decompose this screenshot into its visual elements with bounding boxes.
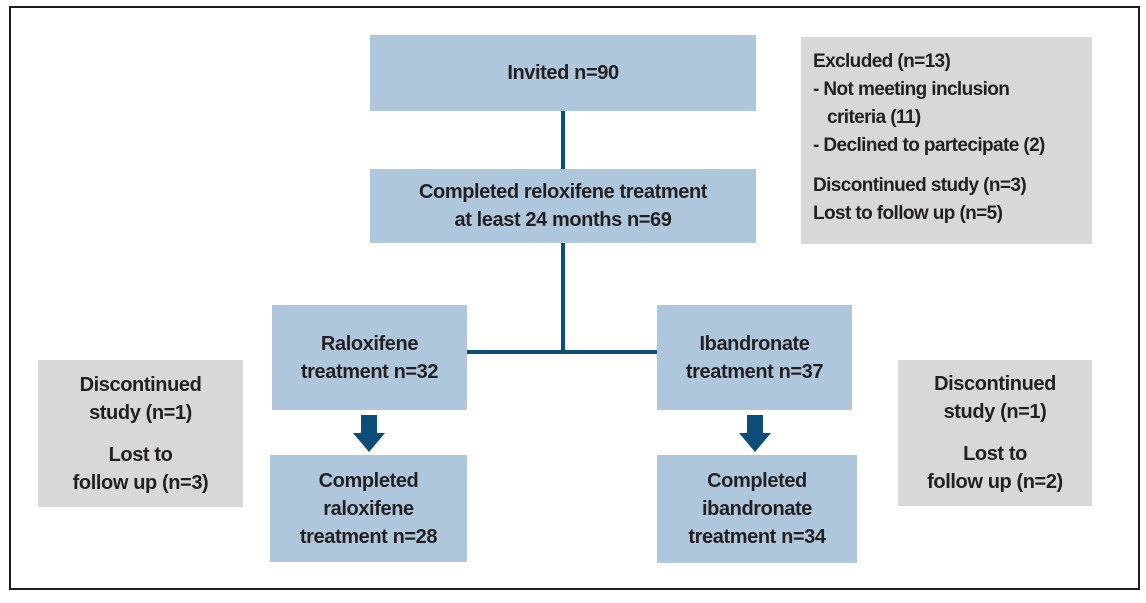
down-arrow-left-icon <box>353 433 385 452</box>
box-line: treatment n=28 <box>299 525 438 548</box>
box-line: criteria (11) <box>827 107 921 128</box>
box-excluded: Excluded (n=13) - Not meeting inclusion … <box>801 37 1092 244</box>
connector-invited-to-completed <box>561 111 565 169</box>
box-discontinued-left: Discontinued study (n=1) Lost to follow … <box>38 360 243 507</box>
box-line: Lost to <box>108 443 173 466</box>
box-line: Excluded (n=13) <box>813 51 951 72</box>
box-line: follow up (n=2) <box>927 471 1063 493</box>
box-line: Lost to follow up (n=5) <box>813 203 1003 224</box>
box-line: Discontinued <box>934 373 1056 395</box>
box-line: study (n=1) <box>943 401 1047 423</box>
box-line: follow up (n=3) <box>72 471 209 494</box>
box-completed-raloxifene: Completed raloxifene treatment n=28 <box>270 455 467 562</box>
box-line: treatment n=37 <box>685 360 824 383</box>
box-line: Ibandronate <box>699 332 810 355</box>
box-line: Discontinued study (n=3) <box>813 175 1027 196</box>
figure-border <box>9 6 1140 590</box>
box-line: Completed <box>318 469 419 492</box>
down-arrow-right-icon <box>747 415 763 433</box>
box-line: Lost to <box>963 443 1027 465</box>
box-line: treatment n=34 <box>688 526 826 548</box>
box-raloxifene-arm: Raloxifene treatment n=32 <box>272 305 467 410</box>
box-ibandronate-arm: Ibandronate treatment n=37 <box>657 305 852 410</box>
box-completed-24-months: Completed reloxifene treatment at least … <box>370 169 756 243</box>
box-completed-ibandronate: Completed ibandronate treatment n=34 <box>657 455 857 563</box>
box-invited: Invited n=90 <box>370 35 756 111</box>
box-line: ibandronate <box>701 498 813 520</box>
box-line: treatment n=32 <box>300 360 439 383</box>
connector-completed-to-split <box>561 243 565 352</box>
box-line: Raloxifene <box>320 332 419 355</box>
box-line: at least 24 months n=69 <box>454 209 672 231</box>
box-line: - Declined to partecipate (2) <box>813 135 1045 156</box>
down-arrow-right-icon <box>739 433 771 452</box>
down-arrow-left-icon <box>361 415 377 433</box>
box-line: - Not meeting inclusion <box>813 79 1010 100</box>
box-line: Invited n=90 <box>507 62 619 84</box>
box-line: study (n=1) <box>89 401 192 424</box>
box-line: raloxifene <box>323 497 414 520</box>
box-line: Completed reloxifene treatment <box>418 181 708 203</box>
box-line: Completed <box>707 470 807 492</box>
connector-horizontal-split <box>466 350 658 354</box>
box-line: Discontinued <box>79 373 202 396</box>
box-discontinued-right: Discontinued study (n=1) Lost to follow … <box>898 360 1092 506</box>
